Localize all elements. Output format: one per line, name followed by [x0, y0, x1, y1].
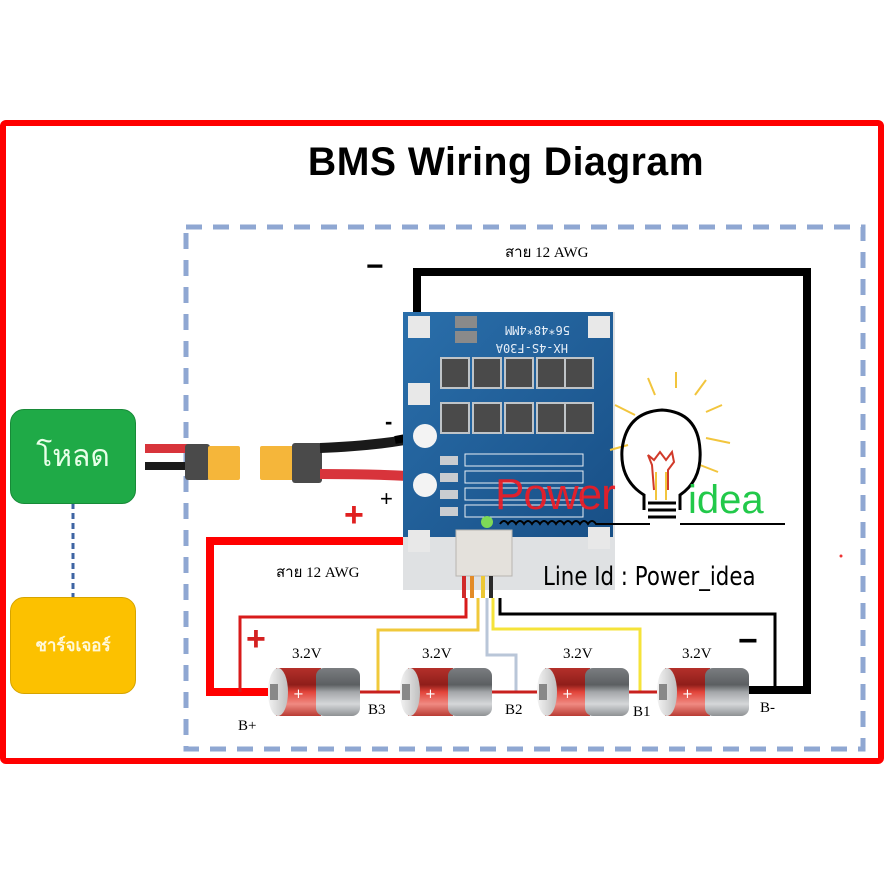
load-cable-black [145, 462, 205, 470]
charger-box: ชาร์จเจอร์ [10, 597, 136, 694]
xt60-connector-left [185, 444, 240, 480]
pad-b-plus [408, 530, 430, 552]
pad-b2 [408, 383, 430, 405]
battery-cell-4: + [657, 668, 749, 716]
load-label: โหลด [36, 439, 110, 474]
svg-text:+: + [562, 687, 573, 702]
balance-wire-b2 [485, 598, 518, 692]
output-minus-sign: - [385, 409, 393, 434]
logo-idea-text: idea [688, 478, 764, 522]
pad-b3 [588, 527, 610, 549]
bms-area-dashed-frame [183, 224, 866, 752]
wire-label-top: สาย 12 AWG [505, 245, 589, 261]
pad-p-minus [413, 424, 437, 448]
output-plus-sign: + [380, 486, 393, 511]
xt60-connector-right [260, 443, 322, 483]
terminal-b2: B2 [505, 702, 523, 718]
svg-text:+: + [425, 687, 436, 702]
jst-balance-connector [455, 529, 513, 577]
status-led [481, 516, 493, 528]
pad-b1 [588, 316, 610, 338]
terminal-b-minus: B- [760, 700, 775, 716]
page-title: BMS Wiring Diagram [307, 140, 705, 184]
battery-positive-sign: + [246, 620, 266, 658]
board-model-text: HX-4S-F30A [495, 341, 568, 355]
charger-label: ชาร์จเจอร์ [35, 636, 111, 656]
battery-cell-3: + [537, 668, 629, 716]
outer-frame [0, 120, 884, 764]
terminal-b3: B3 [368, 702, 386, 718]
negative-main-wire [413, 268, 811, 694]
line-id-text: Line Id : Power_idea [543, 562, 756, 592]
logo-power-text: Power [495, 470, 616, 519]
cell-1-voltage: 3.2V [292, 646, 322, 662]
negative-sign-top: − [366, 250, 384, 283]
balance-wire-b3 [376, 598, 480, 692]
balance-wire-red [238, 598, 468, 692]
cell-3-voltage: 3.2V [563, 646, 593, 662]
load-cable-red [145, 444, 205, 453]
battery-cells: + + + + [268, 668, 749, 716]
positive-sign-red: + [344, 496, 364, 534]
terminal-b1: B1 [633, 704, 651, 720]
balance-wire-b1 [491, 598, 642, 692]
battery-cell-1: + [268, 668, 360, 716]
svg-text:+: + [682, 687, 693, 702]
bms-board [403, 312, 615, 598]
load-box: โหลด [10, 409, 136, 504]
cell-2-voltage: 3.2V [422, 646, 452, 662]
board-dimensions-text: 56*48*4MM [505, 323, 570, 337]
output-cable-red [319, 469, 409, 481]
pad-p-plus [413, 473, 437, 497]
lightbulb-icon [499, 372, 785, 526]
terminal-b-plus: B+ [238, 718, 257, 734]
battery-negative-sign: − [738, 622, 758, 660]
wire-label-bottom: สาย 12 AWG [276, 565, 360, 581]
cell-4-voltage: 3.2V [682, 646, 712, 662]
balance-wire-black [498, 598, 777, 690]
battery-cell-2: + [400, 668, 492, 716]
svg-text:+: + [293, 687, 304, 702]
output-cable-black [319, 435, 406, 453]
pad-b-minus [408, 316, 430, 338]
